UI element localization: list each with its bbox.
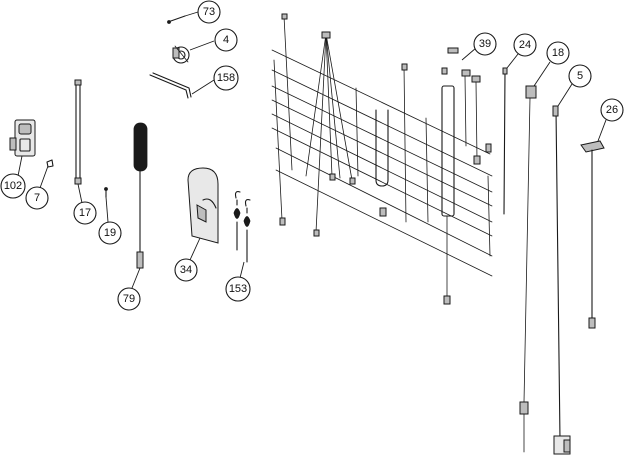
part-102-control-module	[9, 119, 36, 157]
callout-17-label: 17	[79, 207, 91, 219]
callout-24-label: 24	[519, 39, 531, 51]
callout-18-label: 18	[552, 47, 564, 59]
part-153-springs	[233, 191, 251, 263]
callout-19: 19	[98, 221, 122, 245]
callout-73: 73	[197, 0, 221, 24]
callout-158: 158	[213, 65, 239, 91]
part-26-cross-bar	[580, 140, 605, 329]
callout-73-label: 73	[203, 6, 215, 18]
leader-lines	[17, 11, 607, 289]
part-18-cable	[519, 85, 537, 453]
callout-102: 102	[0, 173, 26, 199]
callout-158-label: 158	[217, 72, 235, 84]
part-24-rod	[502, 67, 508, 215]
callout-79-label: 79	[123, 293, 135, 305]
callout-34-label: 34	[180, 264, 192, 276]
part-17-vertical-rail	[74, 79, 82, 185]
callout-39-label: 39	[479, 38, 491, 50]
callout-153: 153	[225, 276, 251, 302]
callout-39: 39	[473, 32, 497, 56]
callout-79: 79	[117, 287, 141, 311]
part-79-brush-wand	[133, 122, 148, 269]
part-4-gear	[172, 45, 190, 64]
callout-4: 4	[214, 28, 238, 52]
callout-7: 7	[25, 186, 49, 210]
callout-17: 17	[73, 201, 97, 225]
part-19-screw	[104, 187, 108, 198]
callout-5-label: 5	[577, 70, 583, 82]
part-34-shield-panel	[187, 167, 219, 244]
part-158-bent-rod	[149, 72, 192, 99]
callout-4-label: 4	[223, 34, 229, 46]
callout-26: 26	[600, 98, 624, 122]
callout-7-label: 7	[34, 192, 40, 204]
part-7-clip	[46, 159, 54, 168]
callout-18: 18	[546, 41, 570, 65]
callout-102-label: 102	[4, 180, 22, 192]
callout-34: 34	[174, 258, 198, 282]
callout-5: 5	[568, 64, 592, 88]
callout-24: 24	[513, 33, 537, 57]
wire-harness	[271, 13, 493, 305]
part-73-pin	[167, 15, 186, 24]
callout-26-label: 26	[606, 104, 618, 116]
part-5-rod	[552, 105, 571, 455]
callout-19-label: 19	[104, 227, 116, 239]
callout-153-label: 153	[229, 283, 247, 295]
